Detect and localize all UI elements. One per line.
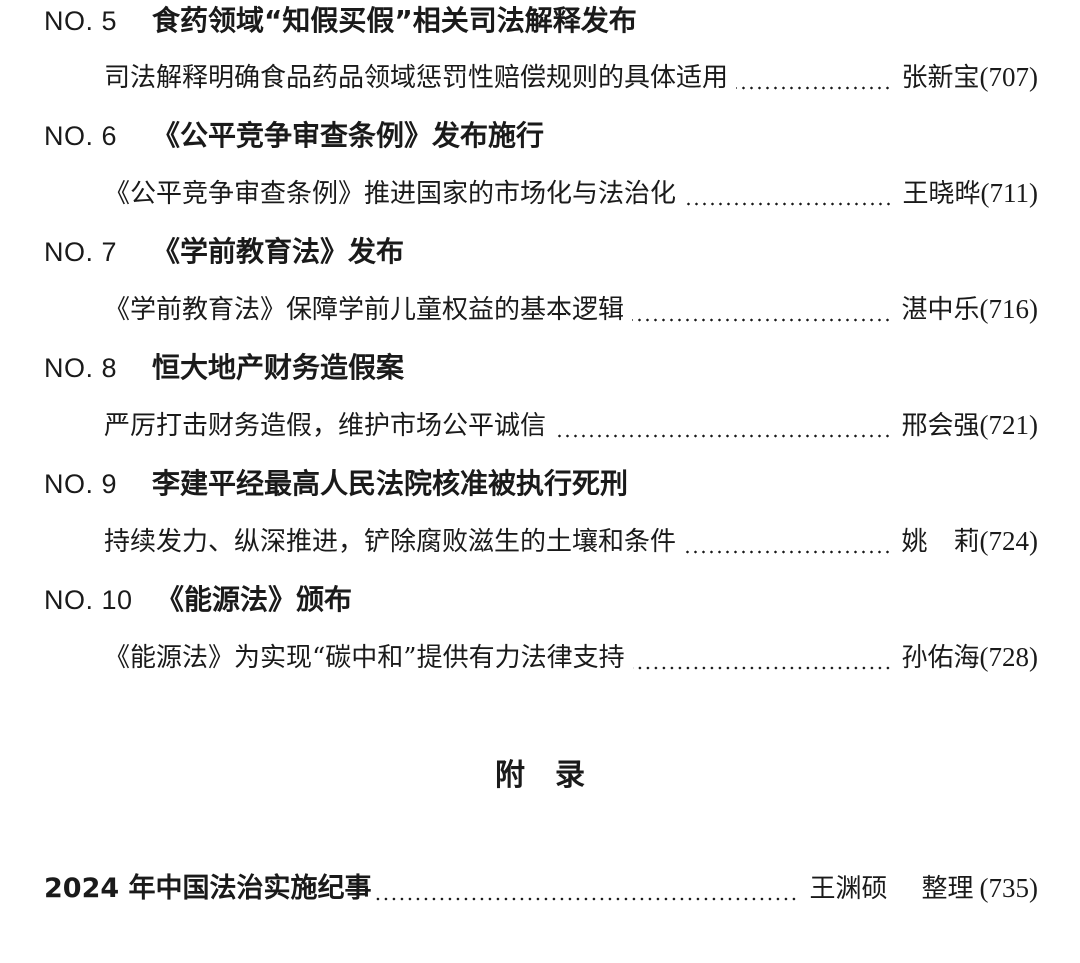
entry-author: 张新宝 [901, 63, 980, 93]
dot-leader [736, 83, 892, 93]
dot-leader [684, 199, 893, 209]
entry-page-number: (735) [979, 873, 1038, 903]
entry-page-number: (716) [979, 294, 1038, 324]
section-title: 《公平竞争审查条例》发布施行 [152, 119, 545, 152]
entry-title: 《公平竞争审查条例》推进国家的市场化与法治化 [104, 179, 677, 209]
toc-entry[interactable]: 《学前教育法》保障学前儿童权益的基本逻辑 湛中乐 (716) [104, 289, 1038, 329]
section-number: NO. 6 [44, 121, 118, 151]
entry-title: 持续发力、纵深推进，铲除腐败滋生的土壤和条件 [104, 527, 677, 557]
section-number: NO. 7 [44, 237, 118, 267]
entry-title: 司法解释明确食品药品领域惩罚性赔偿规则的具体适用 [104, 63, 729, 93]
entry-page-number: (707) [979, 62, 1038, 92]
entry-page-number: (728) [979, 642, 1038, 672]
section-heading: NO. 10 《能源法》颁布 [44, 580, 352, 620]
entry-author: 孙佑海 [901, 643, 980, 673]
entry-title: 严厉打击财务造假，维护市场公平诚信 [104, 411, 547, 441]
dot-leader [632, 663, 892, 673]
entry-role: 整理 [921, 874, 974, 904]
dot-leader [632, 315, 892, 325]
section-title: 食药领域“知假买假”相关司法解释发布 [152, 4, 637, 37]
toc-entry[interactable]: 《公平竞争审查条例》推进国家的市场化与法治化 王晓晔 (711) [104, 173, 1038, 213]
entry-author: 姚 莉 [901, 527, 980, 557]
section-title: 《学前教育法》发布 [152, 235, 405, 268]
toc-entry[interactable]: 司法解释明确食品药品领域惩罚性赔偿规则的具体适用 张新宝 (707) [104, 57, 1038, 97]
section-heading: NO. 7 《学前教育法》发布 [44, 232, 404, 272]
section-title: 《能源法》颁布 [156, 583, 353, 616]
entry-author: 王晓晔 [902, 179, 981, 209]
section-number: NO. 8 [44, 353, 118, 383]
section-heading: NO. 9 李建平经最高人民法院核准被执行死刑 [44, 464, 628, 504]
toc-entry[interactable]: 持续发力、纵深推进，铲除腐败滋生的土壤和条件 姚 莉 (724) [104, 521, 1038, 561]
dot-leader [684, 547, 892, 557]
entry-page-number: (711) [980, 178, 1038, 208]
section-number: NO. 9 [44, 469, 118, 499]
section-heading: NO. 6 《公平竞争审查条例》发布施行 [44, 116, 544, 156]
entry-page-number: (721) [979, 410, 1038, 440]
appendix-title: 附录 [495, 758, 615, 793]
entry-title: 2024 年中国法治实施纪事 [44, 873, 372, 904]
dot-leader [375, 894, 798, 904]
entry-title: 《能源法》为实现“碳中和”提供有力法律支持 [104, 643, 625, 673]
dot-leader [554, 431, 892, 441]
section-title: 李建平经最高人民法院核准被执行死刑 [152, 467, 629, 500]
entry-author: 王渊硕 [809, 874, 888, 904]
section-heading: NO. 5 食药领域“知假买假”相关司法解释发布 [44, 1, 637, 41]
entry-author: 湛中乐 [901, 295, 980, 325]
entry-author: 邢会强 [901, 411, 980, 441]
section-title: 恒大地产财务造假案 [152, 351, 405, 384]
section-number: NO. 5 [44, 6, 118, 36]
toc-entry[interactable]: 严厉打击财务造假，维护市场公平诚信 邢会强 (721) [104, 405, 1038, 445]
entry-title: 《学前教育法》保障学前儿童权益的基本逻辑 [104, 295, 625, 325]
toc-entry[interactable]: 《能源法》为实现“碳中和”提供有力法律支持 孙佑海 (728) [104, 637, 1038, 677]
section-number: NO. 10 [44, 585, 133, 615]
section-heading: NO. 8 恒大地产财务造假案 [44, 348, 404, 388]
appendix-entry[interactable]: 2024 年中国法治实施纪事 王渊硕 整理 (735) [44, 868, 1038, 908]
entry-page-number: (724) [979, 526, 1038, 556]
